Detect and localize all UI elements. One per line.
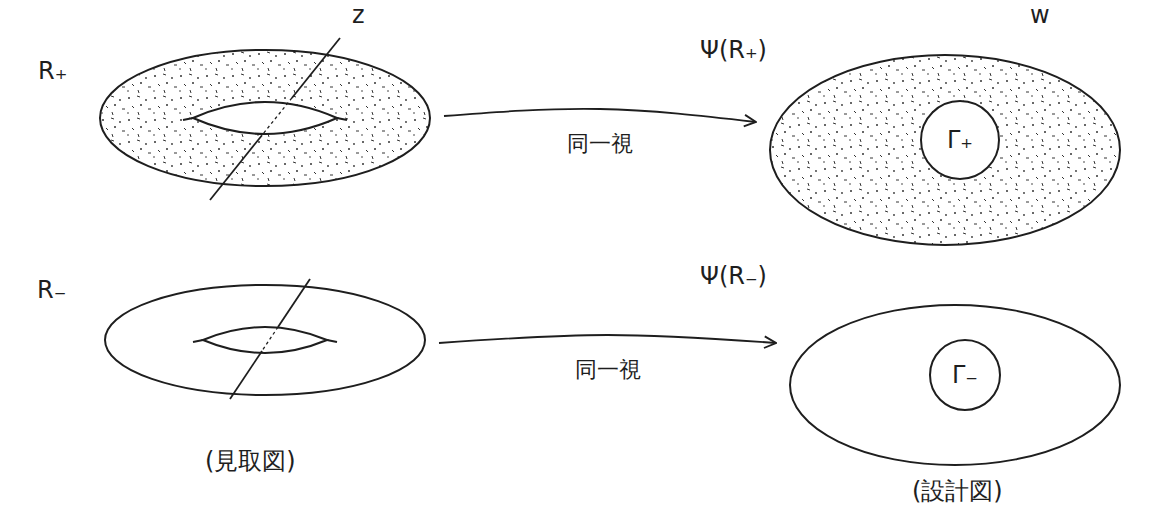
torus-surface: R₋ [105, 285, 425, 395]
identification-arrow [439, 335, 776, 343]
surface-label: Ψ(R₊) [700, 37, 767, 63]
surface-label: Ψ(R₋) [700, 263, 767, 289]
torus-outline [100, 50, 430, 186]
cycle-hidden [262, 327, 278, 351]
hole-tail [183, 118, 347, 120]
surface-label: R₋ [37, 277, 66, 303]
edge-label: 同一視 [564, 131, 636, 157]
figure-caption: (見取図) [205, 448, 296, 474]
identification-arrow [444, 109, 756, 122]
torus-outer [105, 285, 425, 395]
cycle-curve [210, 135, 262, 200]
torus-hole [193, 102, 337, 134]
boundary-label: Γ₋ [952, 362, 978, 388]
cycle-hidden [262, 98, 292, 135]
cycle-curve [278, 279, 310, 327]
hole-tail [193, 340, 337, 342]
torus-outer [100, 50, 430, 186]
torus-outline [105, 285, 425, 395]
boundary-circle: Γ₊ [920, 100, 1000, 180]
cycle-curve [230, 351, 262, 399]
variable-label: w [1030, 2, 1050, 28]
image-ellipse [790, 305, 1120, 465]
torus-surface: R₊ [100, 50, 430, 186]
torus-hole [203, 327, 327, 353]
image-ellipse [770, 55, 1120, 245]
surface-label: R₊ [38, 58, 67, 84]
boundary-circle: Γ₋ [929, 339, 1001, 411]
edge-label: 同一視 [572, 357, 644, 383]
image-domain: Ψ(R₋)Γ₋ [790, 305, 1120, 465]
image-domain: Ψ(R₊)Γ₊ [770, 55, 1120, 245]
figure-caption: (設計図) [912, 478, 1003, 504]
stipple [100, 50, 430, 186]
boundary-label: Γ₊ [947, 127, 973, 153]
cycle-curve [292, 38, 340, 98]
variable-label: z [352, 2, 365, 28]
